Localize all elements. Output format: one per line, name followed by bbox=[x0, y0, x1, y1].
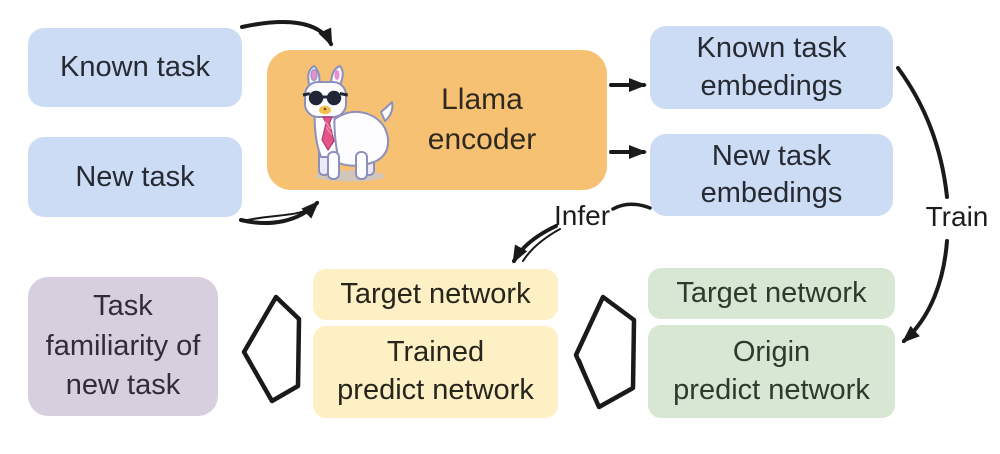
origin-predict-network-node: Origin predict network bbox=[648, 325, 895, 418]
infer-edge-label: Infer bbox=[553, 200, 611, 231]
block-arrow-yellow-to-purple bbox=[241, 294, 302, 404]
target-network-train-node: Target network bbox=[648, 268, 895, 319]
new-task-embedings-node: New task embedings bbox=[650, 134, 893, 216]
target-network-infer-node: Target network bbox=[313, 269, 558, 320]
known-task-label: Known task bbox=[60, 51, 210, 84]
llama-encoder-node: Llama encoder bbox=[267, 50, 607, 190]
sunglasses bbox=[302, 90, 349, 106]
target-network-train-label: Target network bbox=[676, 277, 867, 310]
llama-cartoon-icon bbox=[301, 57, 403, 185]
new-task-node: New task bbox=[28, 137, 242, 217]
arrow-new-task-sketch-stroke bbox=[242, 207, 312, 222]
trained-predict-network-label: Trained predict network bbox=[337, 336, 534, 406]
task-familiarity-label: Task familiarity of new task bbox=[45, 290, 201, 402]
tie bbox=[321, 116, 335, 151]
trained-predict-network-node: Trained predict network bbox=[313, 326, 558, 418]
known-task-embedings-label: Known task embedings bbox=[696, 32, 847, 102]
arrow-new-task-to-encoder bbox=[239, 200, 320, 226]
known-task-node: Known task bbox=[28, 28, 242, 107]
origin-predict-network-label: Origin predict network bbox=[673, 335, 870, 406]
infer-arrow-sketch-stroke bbox=[522, 228, 561, 262]
block-arrow-1-sketch-stroke bbox=[246, 356, 269, 396]
train-curve-upper bbox=[896, 66, 949, 199]
known-task-embedings-node: Known task embedings bbox=[650, 26, 893, 109]
new-task-label: New task bbox=[75, 160, 195, 193]
block-arrow-green-to-yellow bbox=[573, 294, 637, 410]
llama-encoder-label: Llama encoder bbox=[427, 83, 537, 156]
new-task-embedings-label: New task embedings bbox=[700, 139, 843, 209]
train-curve-lower-arrow bbox=[901, 239, 949, 343]
task-familiarity-node: Task familiarity of new task bbox=[28, 277, 218, 416]
train-edge-label: Train bbox=[925, 201, 989, 232]
target-network-infer-label: Target network bbox=[340, 278, 531, 311]
infer-connector-line bbox=[611, 202, 652, 211]
arrow-known-task-to-encoder bbox=[240, 20, 333, 47]
block-arrow-2-sketch-stroke bbox=[579, 359, 598, 402]
